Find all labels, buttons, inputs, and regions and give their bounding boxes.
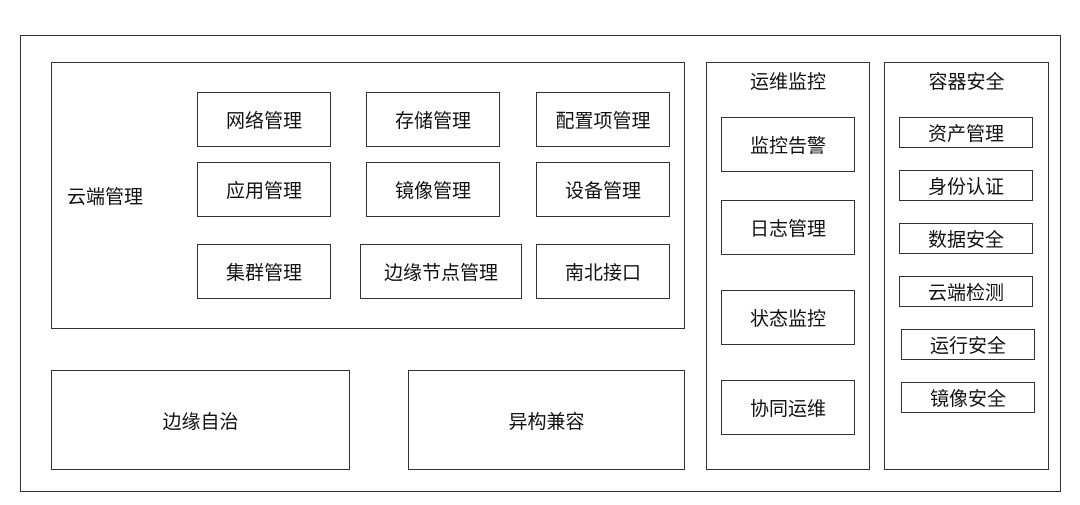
cluster-management: 集群管理 [197, 244, 331, 299]
image-security: 镜像安全 [901, 382, 1035, 413]
config-item-management: 配置项管理 [536, 92, 670, 147]
edge-autonomy: 边缘自治 [51, 370, 350, 470]
device-management: 设备管理 [536, 162, 670, 217]
runtime-security: 运行安全 [901, 329, 1035, 360]
monitoring-alarm: 监控告警 [721, 117, 855, 172]
asset-management: 资产管理 [899, 117, 1033, 148]
collaborative-ops: 协同运维 [721, 380, 855, 435]
network-management: 网络管理 [197, 92, 331, 147]
edge-node-management: 边缘节点管理 [360, 244, 522, 299]
data-security: 数据安全 [899, 223, 1033, 254]
heterogeneous-compatibility: 异构兼容 [408, 370, 685, 470]
cloud-management-title: 云端管理 [66, 185, 143, 208]
log-management: 日志管理 [721, 200, 855, 255]
status-monitoring: 状态监控 [721, 290, 855, 345]
image-management: 镜像管理 [366, 162, 500, 217]
north-south-interface: 南北接口 [536, 244, 670, 299]
container-security-title: 容器安全 [928, 70, 1005, 93]
storage-management: 存储管理 [366, 92, 500, 147]
identity-authentication: 身份认证 [899, 170, 1033, 201]
application-management: 应用管理 [197, 162, 331, 217]
cloud-detection: 云端检测 [899, 276, 1033, 307]
ops-monitoring-title: 运维监控 [749, 70, 826, 93]
